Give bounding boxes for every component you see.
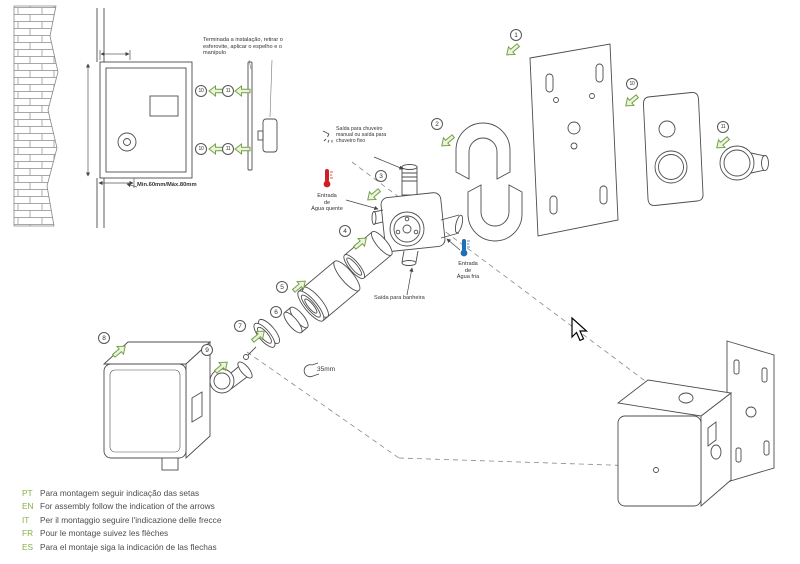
- callout-mounting-plate: 1: [510, 29, 522, 41]
- callout-plug: 9: [201, 344, 213, 356]
- cold-inlet-line3: Água fria: [456, 274, 480, 281]
- callout-cover-plate: 10: [626, 78, 638, 90]
- cartridge-sleeve: [343, 231, 393, 279]
- hot-inlet-line1: Entrada: [317, 193, 337, 199]
- instruction-text-pt: Para montagem seguir indicação das setas: [40, 487, 200, 498]
- lang-code-pt: PT: [22, 487, 33, 498]
- callout-handle-detail: 11: [222, 85, 234, 97]
- chrome-sleeve: [297, 260, 361, 322]
- callout-valve-body: 3: [375, 170, 387, 182]
- dimension-lines: [85, 50, 138, 188]
- instruction-row-en: EN For assembly follow the indication of…: [22, 500, 221, 514]
- installation-note: Terminada a instalação, retirar o esfero…: [203, 37, 283, 57]
- lang-code-it: IT: [22, 514, 30, 525]
- cold-inlet-line2: de: [464, 267, 472, 274]
- callout-ring: 6: [270, 306, 282, 318]
- valve-body: [371, 164, 464, 266]
- instruction-text-fr: Pour le montage suivez les flèches: [40, 528, 169, 539]
- instructions-block: PT Para montagem seguir indicação das se…: [22, 486, 221, 554]
- instruction-row-it: IT Per il montaggio seguire l'indicazion…: [22, 513, 221, 527]
- wall-cross-section: [96, 8, 193, 228]
- instruction-row-fr: FR Pour le montage suivez les flèches: [22, 527, 221, 541]
- small-screw: [243, 346, 257, 360]
- handle-knob: [719, 145, 769, 181]
- instruction-text-en: For assembly follow the indication of th…: [40, 501, 215, 512]
- mounting-bracket: [455, 122, 523, 242]
- trim-ring: [253, 318, 281, 348]
- protective-plug: [209, 361, 253, 394]
- callout-cartridge: 4: [339, 225, 351, 237]
- shower-outlet-label: Saída para chuveiro manual ou saída para…: [336, 126, 387, 145]
- lang-code-es: ES: [22, 541, 34, 552]
- depth-range-label: Min.60mm/Máx.80mm: [137, 182, 197, 188]
- lang-code-fr: FR: [22, 528, 34, 539]
- instruction-row-es: ES Para el montaje siga la indicación de…: [22, 540, 221, 554]
- callout-handle: 11: [717, 121, 729, 133]
- cold-thermometer-icon: [460, 239, 470, 257]
- hot-inlet-line2: de: [323, 199, 331, 206]
- cover-plate: [643, 92, 704, 206]
- hot-thermometer-icon: [323, 169, 333, 188]
- mouse-cursor: [571, 316, 589, 342]
- hot-inlet-label: Entrada de Água quente: [302, 193, 352, 213]
- mirror-and-handle-sideview: [247, 59, 278, 171]
- shower-icon: [322, 130, 333, 143]
- brick-wall: [13, 5, 59, 227]
- cold-inlet-line1: Entrada: [458, 261, 478, 267]
- callout-handle-detail2: 11: [222, 143, 234, 155]
- mounting-plate: [529, 43, 619, 237]
- hot-inlet-line3: Água quente: [311, 206, 343, 213]
- instruction-row-pt: PT Para montagem seguir indicação das se…: [22, 486, 221, 500]
- wrench-icon: [303, 362, 320, 378]
- instruction-text-it: Per il montaggio seguire l'indicazione d…: [40, 514, 222, 525]
- callout-cover-plate-detail: 10: [195, 85, 207, 97]
- callout-cover-plate-detail2: 10: [195, 143, 207, 155]
- lang-code-en: EN: [22, 501, 34, 512]
- wrench-size-label: 35mm: [317, 366, 336, 373]
- collar-ring: [283, 306, 309, 334]
- callout-trim-ring: 7: [234, 320, 246, 332]
- callout-sleeve: 5: [276, 281, 288, 293]
- assembled-unit: [616, 340, 775, 507]
- callout-foam-box: 8: [98, 332, 110, 344]
- foam-box: [102, 340, 212, 471]
- callout-bracket: 2: [431, 118, 443, 130]
- instruction-text-es: Para el montaje siga la indicación de la…: [40, 541, 217, 552]
- label-leaders: [345, 156, 461, 296]
- bath-outlet-label: Saída para banheira: [374, 295, 425, 301]
- cold-inlet-label: Entrada de Água fria: [445, 261, 491, 281]
